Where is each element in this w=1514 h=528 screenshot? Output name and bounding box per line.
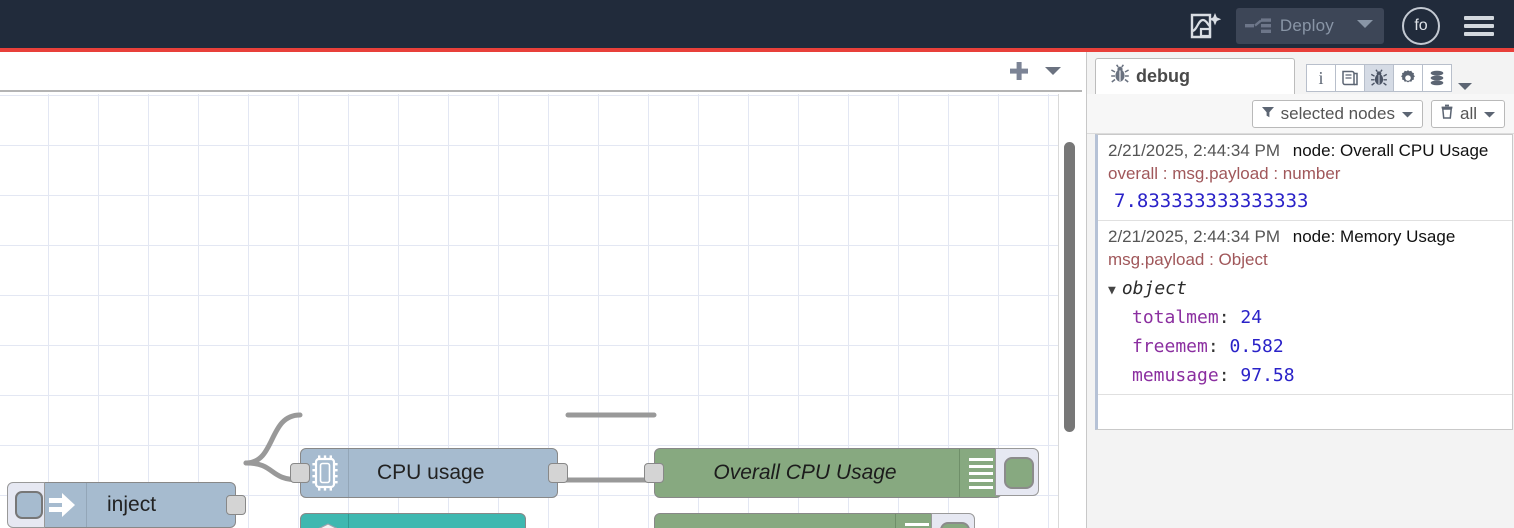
node-debug-overall-cpu-usage[interactable]: Overall CPU Usage bbox=[644, 448, 1039, 498]
flow-workspace: inject CP bbox=[0, 52, 1082, 528]
debug-message-header: 2/21/2025, 2:44:34 PM node: Overall CPU … bbox=[1108, 141, 1512, 161]
avatar-initials: fo bbox=[1414, 17, 1428, 34]
debug-object-root[interactable]: ▼ object bbox=[1108, 278, 1512, 299]
chevron-down-icon bbox=[1483, 104, 1496, 124]
tab-debug-label: debug bbox=[1136, 66, 1190, 86]
sidebar-tools-chevron-down-icon[interactable] bbox=[1452, 81, 1478, 92]
debug-message-item[interactable]: 2/21/2025, 2:44:34 PM node: Overall CPU … bbox=[1098, 135, 1512, 221]
chevron-down-icon bbox=[1401, 104, 1414, 124]
clear-messages-label: all bbox=[1459, 103, 1477, 123]
debug-enable-toggle[interactable] bbox=[931, 513, 975, 528]
flow-canvas[interactable]: inject CP bbox=[0, 94, 1082, 528]
server-box-icon bbox=[301, 514, 349, 528]
node-label: Memory bbox=[377, 526, 453, 528]
debug-property-value: 24 bbox=[1240, 307, 1263, 328]
node-label: Overall CPU Usage bbox=[713, 461, 897, 484]
debug-timestamp: 2/21/2025, 2:44:34 PM bbox=[1108, 227, 1281, 246]
bug-icon bbox=[1110, 64, 1130, 89]
sidebar-panel: debug i bbox=[1086, 52, 1514, 528]
node-debug-memory-usage[interactable]: Memory Usage bbox=[654, 513, 975, 528]
node-memory[interactable]: Memory bbox=[300, 513, 526, 528]
node-label: Memory Usage bbox=[655, 526, 895, 528]
debug-message-item[interactable]: 2/21/2025, 2:44:34 PM node: Memory Usage… bbox=[1098, 221, 1512, 395]
node-label: inject bbox=[107, 493, 157, 516]
trash-icon bbox=[1440, 104, 1454, 124]
info-icon[interactable]: i bbox=[1306, 64, 1336, 92]
input-port[interactable] bbox=[290, 463, 310, 483]
output-port[interactable] bbox=[226, 495, 246, 515]
clear-messages-dropdown[interactable]: all bbox=[1430, 99, 1505, 128]
canvas-scrollbar-thumb[interactable] bbox=[1064, 142, 1075, 432]
microchip-icon bbox=[301, 449, 349, 497]
debug-property-key: totalmem bbox=[1132, 307, 1219, 328]
debug-value: 7.833333333333333 bbox=[1114, 190, 1309, 212]
debug-object-label: object bbox=[1121, 278, 1187, 299]
debug-property-path: msg.payload : Object bbox=[1108, 250, 1268, 269]
chevron-down-icon[interactable] bbox=[1356, 17, 1374, 35]
debug-bug-icon[interactable] bbox=[1364, 64, 1394, 92]
inject-button-inner bbox=[15, 491, 43, 519]
debug-toggle-inner bbox=[1004, 457, 1034, 489]
node-cpu-usage[interactable]: CPU usage bbox=[290, 448, 568, 498]
user-avatar[interactable]: fo bbox=[1402, 7, 1440, 45]
debug-enable-toggle[interactable] bbox=[995, 448, 1039, 496]
debug-property-key: freemem bbox=[1132, 336, 1208, 357]
app-header: Deploy fo bbox=[0, 0, 1514, 52]
filter-nodes-dropdown[interactable]: selected nodes bbox=[1251, 99, 1423, 128]
canvas-scrollbar-track[interactable] bbox=[1058, 94, 1082, 528]
plus-icon[interactable] bbox=[1002, 54, 1036, 88]
arrow-right-icon bbox=[37, 483, 87, 527]
debug-message-list[interactable]: 2/21/2025, 2:44:34 PM node: Overall CPU … bbox=[1095, 134, 1513, 430]
deploy-button[interactable]: Deploy bbox=[1235, 8, 1384, 44]
debug-object-property: freemem: 0.582 bbox=[1132, 336, 1284, 357]
debug-toggle-inner bbox=[940, 522, 970, 528]
debug-message-header: 2/21/2025, 2:44:34 PM node: Memory Usage bbox=[1108, 227, 1512, 247]
hamburger-menu-icon[interactable] bbox=[1464, 16, 1494, 36]
debug-object-property: memusage: 97.58 bbox=[1132, 365, 1295, 386]
context-data-icon[interactable] bbox=[1422, 64, 1452, 92]
debug-property-key: memusage bbox=[1132, 365, 1219, 386]
debug-property-value: 97.58 bbox=[1240, 365, 1295, 386]
menu-line bbox=[1464, 24, 1494, 28]
debug-source-node: node: Overall CPU Usage bbox=[1292, 141, 1489, 160]
debug-property-value: 0.582 bbox=[1229, 336, 1284, 357]
debug-timestamp: 2/21/2025, 2:44:34 PM bbox=[1108, 141, 1281, 160]
debug-property-path: overall : msg.payload : number bbox=[1108, 164, 1341, 183]
menu-line bbox=[1464, 16, 1494, 20]
deploy-icon bbox=[1244, 16, 1274, 36]
tab-debug[interactable]: debug bbox=[1095, 58, 1295, 94]
debug-object-property: totalmem: 24 bbox=[1132, 307, 1263, 328]
debug-source-node: node: Memory Usage bbox=[1292, 227, 1456, 246]
config-gear-icon[interactable] bbox=[1393, 64, 1423, 92]
menu-line bbox=[1464, 32, 1494, 36]
chevron-down-icon[interactable] bbox=[1036, 54, 1070, 88]
input-port[interactable] bbox=[644, 463, 664, 483]
debug-lines-icon bbox=[959, 449, 1001, 497]
debug-lines-icon bbox=[895, 514, 937, 528]
node-label: CPU usage bbox=[377, 461, 485, 484]
caret-down-icon[interactable]: ▼ bbox=[1108, 283, 1116, 298]
inject-trigger-button[interactable] bbox=[7, 482, 45, 528]
flow-generate-icon[interactable] bbox=[1184, 6, 1228, 46]
debug-filter-bar: selected nodes all bbox=[1087, 94, 1514, 134]
node-inject[interactable]: inject bbox=[7, 482, 246, 528]
funnel-icon bbox=[1261, 104, 1275, 124]
filter-nodes-label: selected nodes bbox=[1280, 103, 1395, 123]
deploy-label: Deploy bbox=[1279, 16, 1334, 35]
output-port[interactable] bbox=[548, 463, 568, 483]
flow-tab-bar bbox=[0, 52, 1082, 92]
help-book-icon[interactable] bbox=[1335, 64, 1365, 92]
sidebar-tool-icons: i bbox=[1306, 64, 1452, 92]
sidebar-tab-bar: debug i bbox=[1087, 52, 1514, 94]
